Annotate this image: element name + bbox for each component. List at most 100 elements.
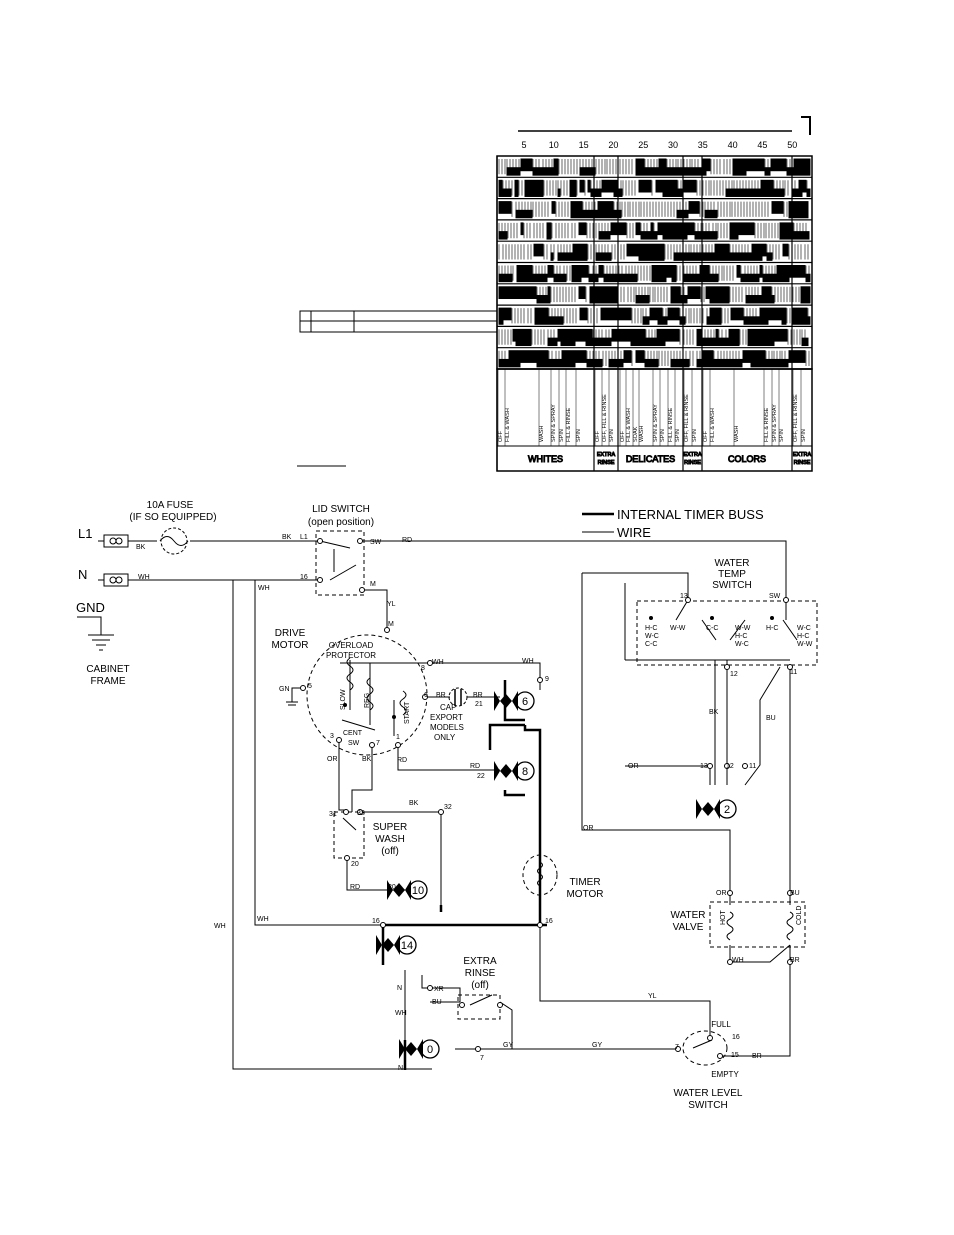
wire-tag: OR <box>327 756 338 763</box>
wire-tag: WH <box>214 923 226 930</box>
wire-tag: WH <box>138 574 150 581</box>
wire-tag: 8 <box>421 665 425 672</box>
water-level-label-2: SWITCH <box>688 1100 727 1111</box>
cap-label-1: CAP <box>440 703 456 712</box>
cap-label-4: ONLY <box>434 733 456 742</box>
overload-label-1: OVERLOAD <box>329 641 374 650</box>
lid-switch-label-1: LID SWITCH <box>312 504 370 515</box>
wire-tag: GN <box>279 686 290 693</box>
cam-row-3 <box>497 201 812 221</box>
water-temp-switch-box <box>636 600 818 666</box>
wire-tag: CENT <box>343 730 363 737</box>
cycle-step-label: OFF <box>595 430 601 442</box>
timer-contact-10: 10 <box>387 880 428 900</box>
water-temp-label-2: TEMP <box>718 569 746 580</box>
cycle-step-label: FILL & WASH <box>505 408 511 442</box>
wire-tag: W-C <box>645 633 659 640</box>
cycle-step-label: WASH <box>639 426 645 442</box>
extra-rinse-label-2: RINSE <box>465 968 496 979</box>
overload-label-2: PROTECTOR <box>326 651 376 660</box>
legend: INTERNAL TIMER BUSS WIRE <box>582 507 764 540</box>
wire-tag: RD <box>470 763 480 770</box>
cycle-step-label: FILL & RINSE <box>668 407 674 442</box>
extra-rinse-label-1: EXTRA <box>463 956 497 967</box>
timer-contact-number: 0 <box>427 1044 433 1056</box>
wire-tag: RD <box>350 884 360 891</box>
wire-tag: SLOW <box>340 689 347 710</box>
cycle-step-label: OFF, FILL & RINSE <box>684 394 690 442</box>
cycle-name: DELICATES <box>626 454 675 464</box>
super-wash-label-2: WASH <box>375 834 405 845</box>
wire-tag: 16 <box>732 1034 740 1041</box>
hot-coil-icon <box>726 911 734 941</box>
n-label: N <box>78 567 87 582</box>
timer-contact-0: 0 <box>399 1039 440 1059</box>
wire-tag: 21 <box>475 701 483 708</box>
cam-row-1 <box>497 158 812 178</box>
wire-tag: BU <box>790 890 800 897</box>
extra-rinse-box <box>457 994 501 1020</box>
cam-row-7 <box>497 286 812 306</box>
cycle-step-label: SPIN & SPRAY <box>772 404 778 442</box>
cycle-step-label: SPIN <box>779 429 785 442</box>
cycle-step-label: SPIN <box>559 429 565 442</box>
wire-tag: 13 <box>700 763 708 770</box>
timer-contact-number: 6 <box>522 696 528 708</box>
timer-contact-number: 10 <box>412 885 424 897</box>
wire-tag: 7 <box>675 1044 679 1051</box>
cycle-name: WHITES <box>528 454 563 464</box>
wire-tag: XR <box>434 986 444 993</box>
wire-tag: HOT <box>720 910 727 926</box>
wire-tag: WH <box>257 916 269 923</box>
wire-tag: YL <box>387 601 396 608</box>
water-level-circle <box>682 1030 728 1066</box>
timer-cam-rows <box>497 158 812 370</box>
wire-tag: 20 <box>388 884 396 891</box>
cycle-step-label: FILL & WASH <box>710 408 716 442</box>
wire-tag: SW <box>348 740 360 747</box>
water-valve-label-2: VALVE <box>673 922 704 933</box>
cycle-name: COLORS <box>728 454 766 464</box>
super-wash-box <box>333 811 365 859</box>
cam-row-2 <box>497 179 812 200</box>
contact-diamond-icon <box>393 883 405 897</box>
cycle-step-label: SPIN & SPRAY <box>653 404 659 442</box>
component-labels: 10A FUSE(IF SO EQUIPPED)LID SWITCH(open … <box>76 500 752 1111</box>
cycle-step-label: OFF <box>703 430 709 442</box>
fuse-label-1: 10A FUSE <box>147 500 194 511</box>
cycle-step-label: SPIN <box>660 429 666 442</box>
wire-tag: START <box>404 701 411 724</box>
wire-tag: 12 <box>726 763 734 770</box>
minute-tick-40: 40 <box>728 140 738 150</box>
timer-contact-6: 6 <box>494 691 535 711</box>
super-wash-label-3: (off) <box>381 846 399 857</box>
timer-contact-14: 14 <box>376 935 417 955</box>
switch-pivot-dots <box>343 616 774 719</box>
wire-tag: WH <box>258 585 270 592</box>
minute-tick-10: 10 <box>549 140 559 150</box>
cycle-step-label: SPIN & SPRAY <box>551 404 557 442</box>
wire-tag: C-C <box>645 641 657 648</box>
minute-tick-35: 35 <box>698 140 708 150</box>
wire-tag: 3 <box>330 733 334 740</box>
wire-tag: 11 <box>749 763 756 770</box>
timer-contact-8: 8 <box>494 761 535 781</box>
wire-tag: M <box>388 621 394 628</box>
wire-tag: OR <box>716 890 727 897</box>
start-coil-icon <box>399 690 407 716</box>
wire-tag: H-C <box>645 625 657 632</box>
wire-tag: SW <box>769 593 781 600</box>
wire-tag: N <box>397 985 402 992</box>
minute-tick-15: 15 <box>579 140 589 150</box>
wire-tag: 16 <box>545 918 553 925</box>
wire-tag: 22 <box>477 773 485 780</box>
minute-tick-45: 45 <box>757 140 767 150</box>
l1-label: L1 <box>78 526 92 541</box>
water-temp-label-1: WATER <box>715 558 750 569</box>
